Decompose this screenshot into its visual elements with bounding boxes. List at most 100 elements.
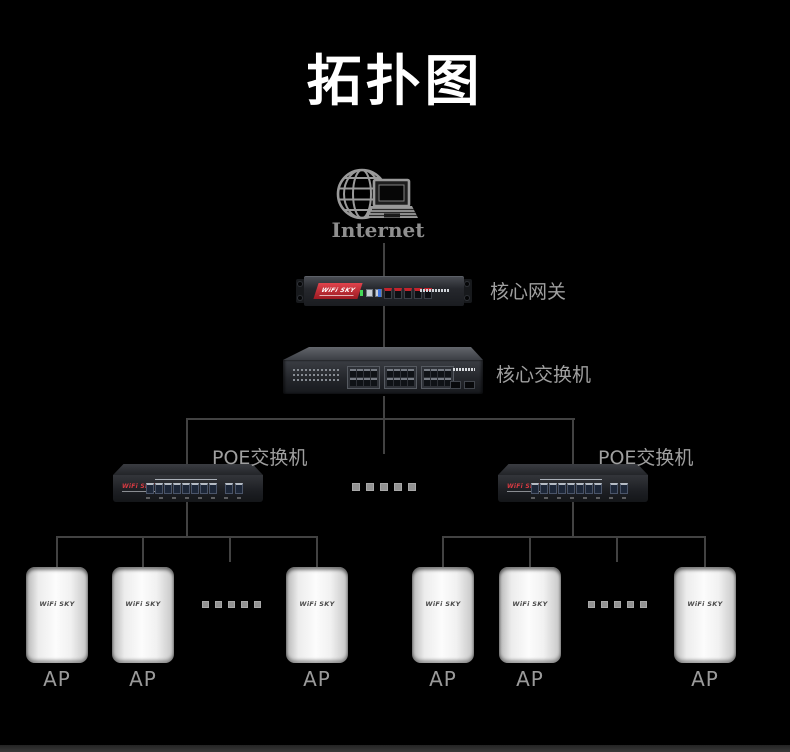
ethernet-port: [445, 369, 451, 377]
ethernet-port: [384, 288, 392, 299]
poe-switch-left-device: WiFi SKY: [113, 464, 263, 504]
dot: [241, 601, 248, 608]
poe-port: [191, 483, 199, 494]
dot: [588, 601, 595, 608]
internet-icon: [336, 168, 418, 220]
brand-label: WiFi SKY: [39, 600, 75, 608]
brand-label: WiFi SKY: [299, 600, 335, 608]
link-ap-1: [56, 536, 58, 567]
dot: [202, 601, 209, 608]
core-switch-label: 核心交换机: [496, 364, 592, 386]
brand-label: WiFi SKY: [425, 600, 461, 608]
bus-line: [186, 418, 575, 420]
ethernet-port: [366, 289, 373, 297]
uplink-port: [235, 483, 243, 494]
gateway-label: 核心网关: [490, 281, 567, 303]
poe-port: [549, 483, 557, 494]
dot: [254, 601, 261, 608]
link-gateway-coreswitch: [383, 306, 385, 347]
sfp-port: [464, 381, 475, 389]
poe-port: [155, 483, 163, 494]
dot: [614, 601, 621, 608]
poe-ports: [531, 483, 602, 494]
link-bus-poe-right: [572, 418, 574, 466]
port-labels: [531, 497, 631, 499]
ethernet-port: [364, 369, 370, 377]
switch-front-face: WiFi SKY: [498, 475, 648, 502]
poe-switch-right-label: POE交换机: [598, 447, 694, 469]
port-bank-1: [347, 366, 380, 389]
uplink-port: [620, 483, 628, 494]
poe-port: [173, 483, 181, 494]
page-title: 拓扑图: [306, 49, 484, 113]
brand-label: WiFi SKY: [122, 483, 155, 490]
dot: [627, 601, 634, 608]
ellipsis-aps-right: [588, 601, 647, 608]
ethernet-port: [408, 369, 414, 377]
ap-label-1: AP: [43, 667, 71, 691]
bottom-divider: [0, 745, 790, 752]
gateway-model-text: [420, 289, 450, 292]
ethernet-port: [357, 378, 363, 386]
ethernet-port: [424, 369, 430, 377]
ethernet-port: [438, 369, 444, 377]
poe-ports: [146, 483, 217, 494]
link-ap-5: [529, 536, 531, 567]
ethernet-port: [438, 378, 444, 386]
ethernet-port: [408, 378, 414, 386]
subbus-right: [442, 536, 706, 538]
internet-label: Internet: [331, 218, 425, 242]
ap-device-6: WiFi SKY: [674, 567, 736, 663]
port-labels: [146, 497, 246, 499]
link-poe-left-subbus: [186, 502, 188, 537]
ap-device-5: WiFi SKY: [499, 567, 561, 663]
stub-more-aps-right: [616, 536, 618, 562]
poe-switch-left-label: POE交换机: [212, 447, 308, 469]
ethernet-port: [445, 378, 451, 386]
bus-center-stub: [383, 418, 385, 454]
console-port: [378, 289, 381, 297]
ap-label-4: AP: [429, 667, 457, 691]
core-gateway-device: WiFi SKY: [296, 276, 472, 306]
uplink-ports: [225, 483, 243, 494]
poe-switch-right-device: WiFi SKY: [498, 464, 648, 504]
brand-label: WiFi SKY: [687, 600, 723, 608]
ap-label-5: AP: [516, 667, 544, 691]
uplink-port: [225, 483, 233, 494]
port-bank-3: [421, 366, 454, 389]
switch-brand-text: [453, 368, 475, 371]
poe-port: [594, 483, 602, 494]
poe-port: [182, 483, 190, 494]
ellipsis-aps-left: [202, 601, 261, 608]
link-ap-2: [142, 536, 144, 567]
port-guide-line: [155, 479, 217, 480]
poe-port: [531, 483, 539, 494]
dot: [228, 601, 235, 608]
port-guide-line: [540, 479, 602, 480]
ethernet-port: [431, 369, 437, 377]
poe-port: [200, 483, 208, 494]
stub-more-aps-left: [229, 536, 231, 562]
ethernet-port: [401, 378, 407, 386]
uplink-ports: [610, 483, 628, 494]
ethernet-port: [404, 288, 412, 299]
ethernet-port: [387, 378, 393, 386]
ap-label-2: AP: [129, 667, 157, 691]
ethernet-port: [371, 378, 377, 386]
ethernet-port: [394, 369, 400, 377]
link-ap-3: [316, 536, 318, 567]
poe-port: [558, 483, 566, 494]
ap-label-6: AP: [691, 667, 719, 691]
ethernet-port: [357, 369, 363, 377]
subbus-left: [56, 536, 318, 538]
ethernet-port: [350, 378, 356, 386]
ethernet-port: [394, 288, 402, 299]
ap-label-3: AP: [303, 667, 331, 691]
uplink-port: [610, 483, 618, 494]
ethernet-port: [387, 369, 393, 377]
dot: [380, 483, 388, 491]
poe-port: [146, 483, 154, 494]
link-internet-gateway: [383, 243, 385, 276]
poe-port: [567, 483, 575, 494]
status-led: [360, 290, 363, 296]
